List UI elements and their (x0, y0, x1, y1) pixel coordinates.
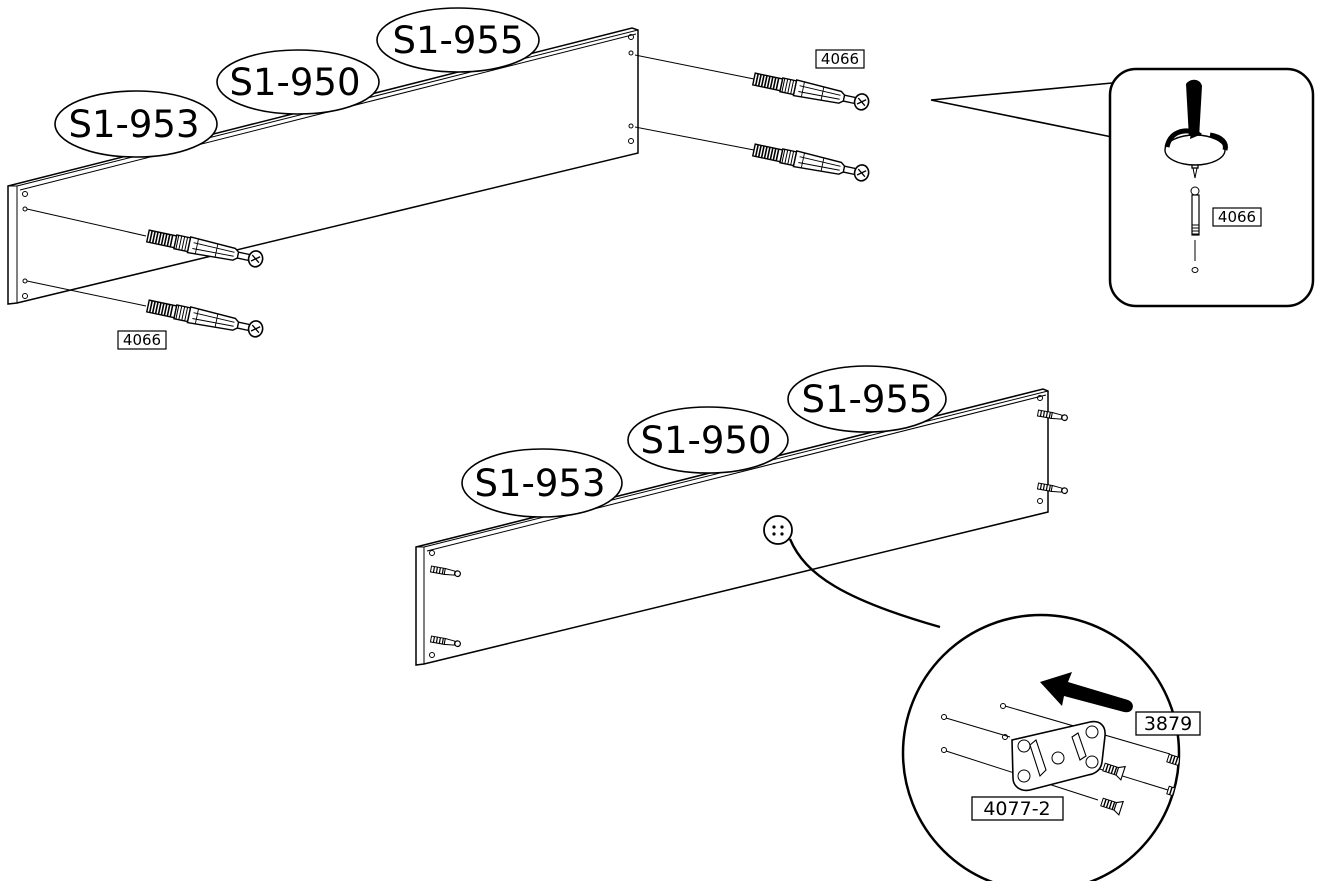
part-code-4066-top: 4066 (815, 49, 865, 69)
label-s1-950-top: S1-950 (216, 49, 380, 115)
cam-bolts-top-panel (26, 54, 871, 339)
svg-text:4066: 4066 (123, 331, 161, 349)
svg-text:S1-953: S1-953 (475, 462, 606, 505)
push-arrow-icon (1040, 672, 1133, 713)
svg-text:4077-2: 4077-2 (983, 798, 1050, 820)
svg-text:3879: 3879 (1144, 713, 1192, 735)
callout-screwdriver-detail: 4066 (930, 67, 1315, 308)
magnify-hole-icon (763, 515, 793, 545)
mounting-bracket (1011, 720, 1106, 792)
label-s1-950-bottom: S1-950 (627, 406, 789, 474)
label-s1-953-top: S1-953 (54, 90, 218, 158)
part-code-4066-callout: 4066 (1212, 207, 1262, 227)
detail-leader-line (788, 538, 941, 629)
svg-text:S1-950: S1-950 (641, 419, 772, 462)
label-s1-953-bottom: S1-953 (461, 448, 623, 518)
svg-text:S1-955: S1-955 (802, 378, 933, 421)
svg-text:S1-953: S1-953 (69, 103, 200, 146)
part-code-4077-2: 4077-2 (971, 796, 1064, 821)
label-s1-955-bottom: S1-955 (787, 365, 947, 433)
part-code-4066-bottom-left: 4066 (117, 330, 167, 350)
label-s1-955-top: S1-955 (376, 7, 540, 73)
rotate-arrow-icon (1164, 126, 1228, 166)
svg-text:S1-955: S1-955 (393, 19, 524, 62)
cam-bolt-vertical (1190, 186, 1200, 273)
svg-text:4066: 4066 (821, 50, 859, 68)
svg-text:4066: 4066 (1218, 208, 1256, 226)
part-code-3879: 3879 (1135, 711, 1201, 736)
svg-text:S1-950: S1-950 (230, 61, 361, 104)
bracket-detail-circle: 3879 4077-2 (901, 613, 1201, 881)
